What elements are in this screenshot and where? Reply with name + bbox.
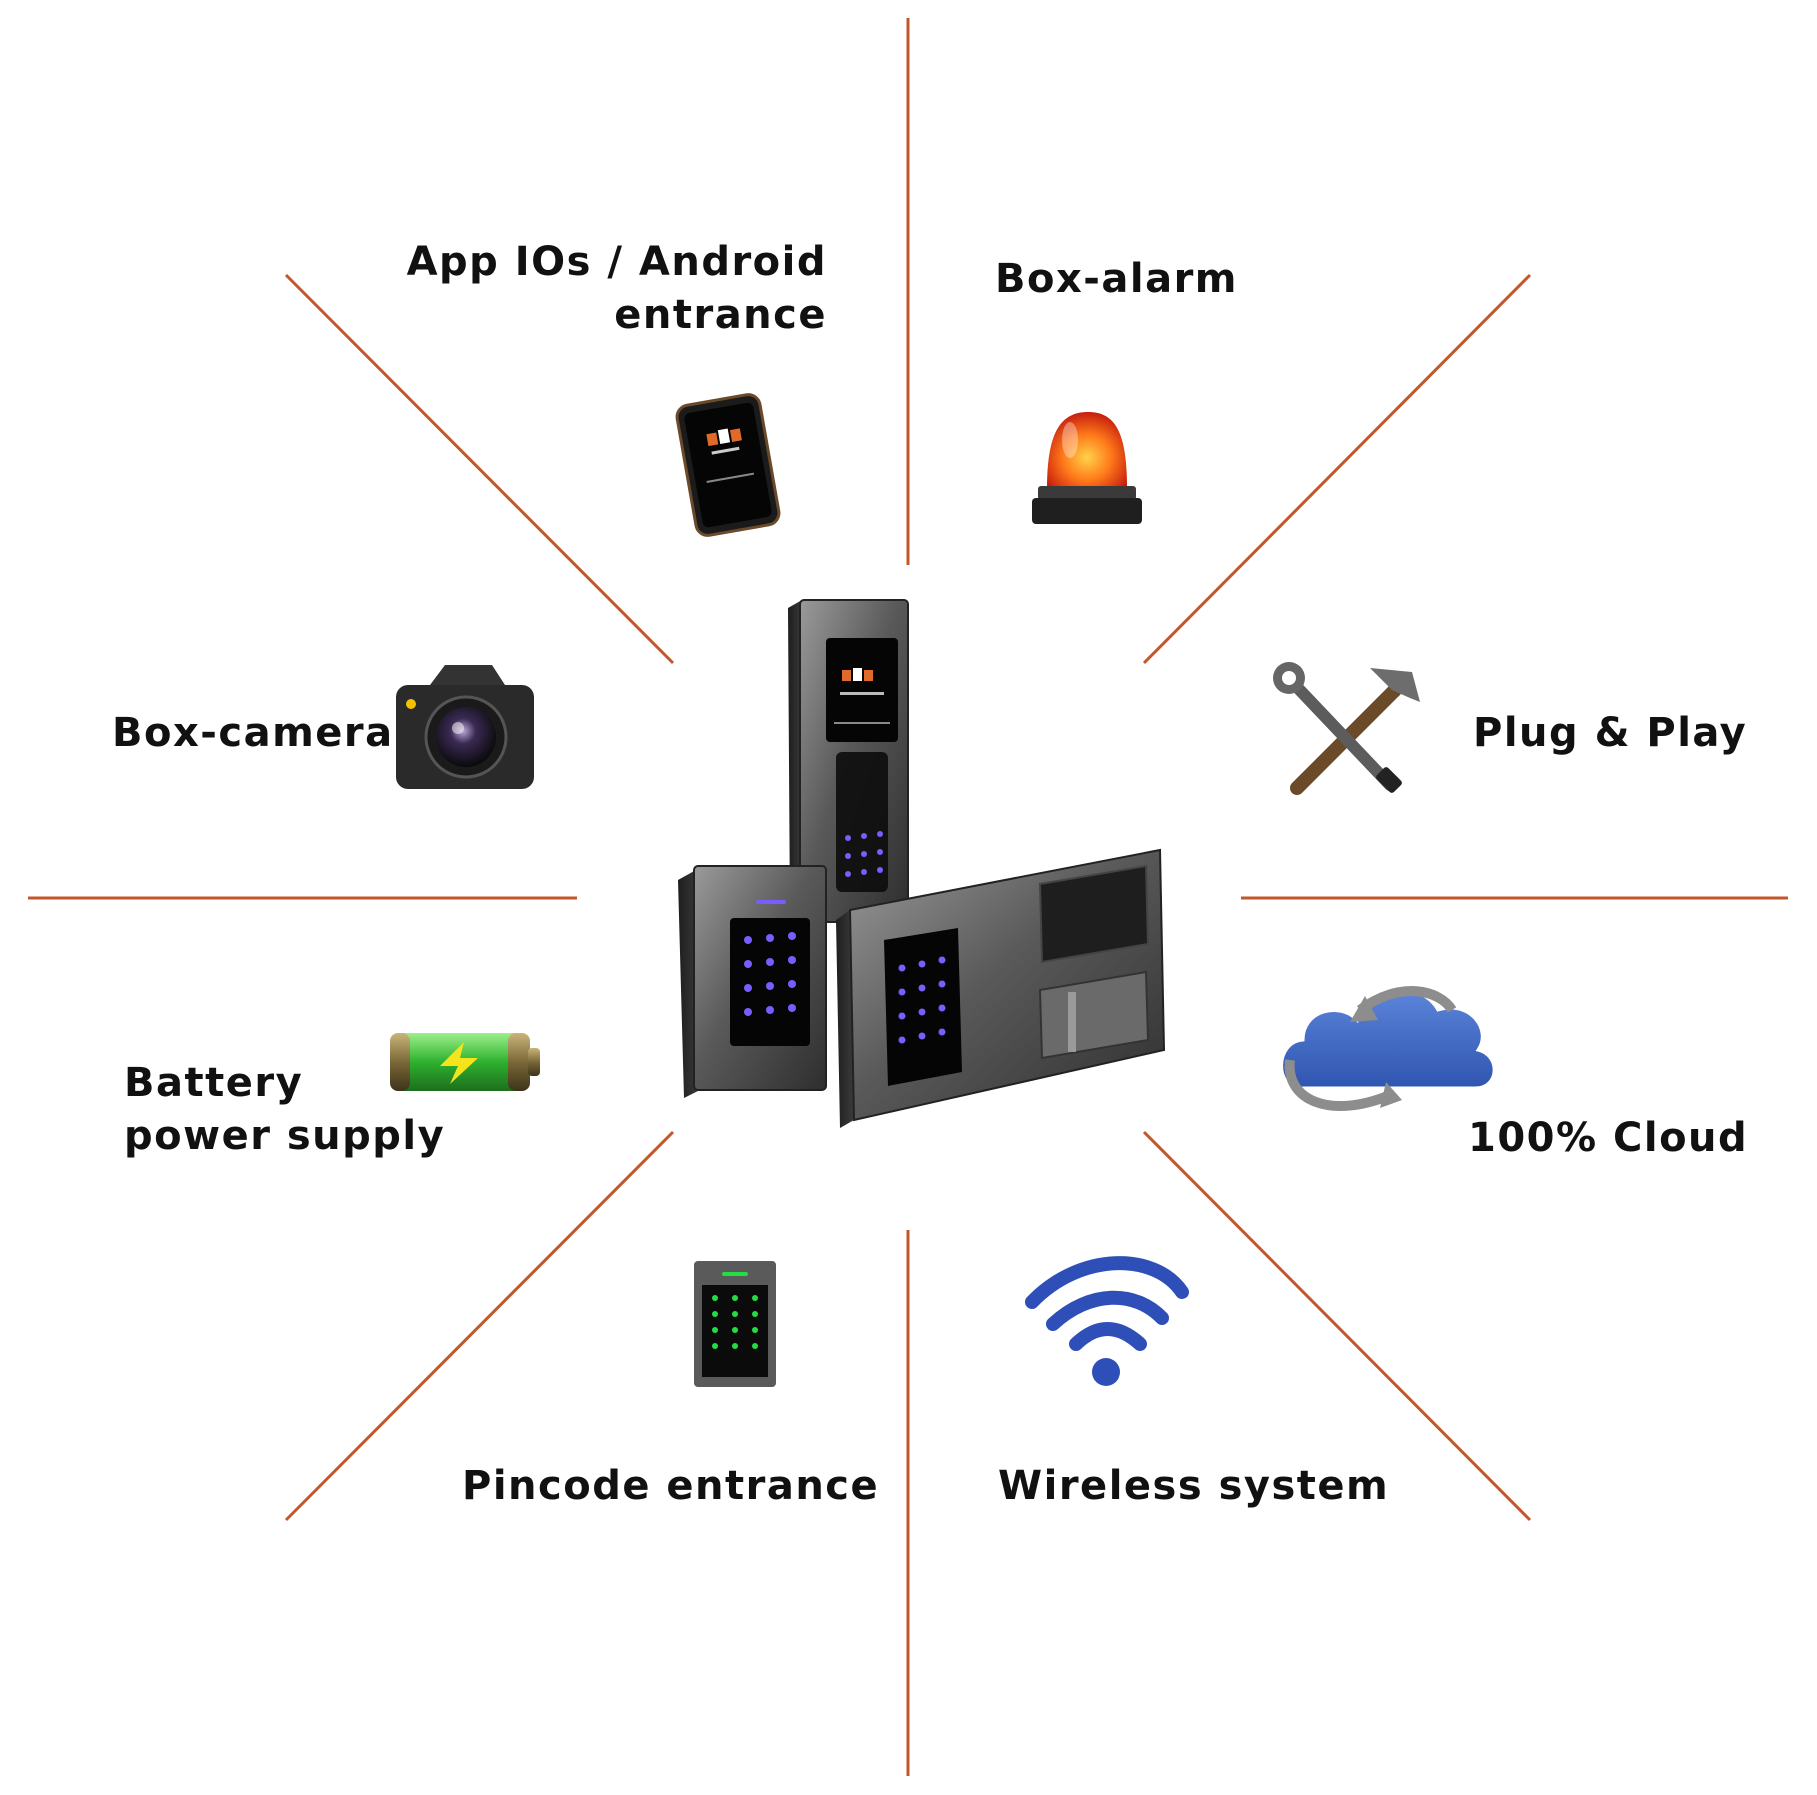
label-battery-line-1: Battery xyxy=(124,1060,304,1106)
label-app-entrance: App IOs / Android entrance xyxy=(407,236,827,342)
tools-icon xyxy=(1273,662,1420,795)
spoke-bottom-left xyxy=(284,1130,675,1522)
label-box-alarm: Box-alarm xyxy=(995,253,1238,306)
label-battery-line-2: power supply xyxy=(124,1113,446,1159)
tall-panel xyxy=(788,599,909,923)
label-pincode-line-1: Pincode entrance xyxy=(462,1463,880,1509)
label-wireless-line-1: Wireless system xyxy=(998,1463,1390,1509)
access-control-devices xyxy=(678,599,1166,1128)
label-alarm-line-1: Box-alarm xyxy=(995,256,1238,302)
wide-keypad-panel xyxy=(836,848,1166,1128)
cloud-sync-icon xyxy=(1280,986,1496,1112)
smartphone-icon xyxy=(675,393,781,537)
label-box-camera: Box-camera xyxy=(112,707,394,760)
camera-icon xyxy=(396,665,534,789)
spoke-top-right xyxy=(1142,273,1532,665)
label-app-line-2: entrance xyxy=(614,292,827,338)
keypad-icon xyxy=(694,1261,776,1387)
label-app-line-1: App IOs / Android xyxy=(406,239,827,285)
label-wireless-system: Wireless system xyxy=(998,1460,1389,1513)
spoke-bottom-right xyxy=(1142,1130,1532,1522)
spoke-top-left xyxy=(284,273,675,665)
battery-icon xyxy=(390,1033,540,1091)
label-plug-line-1: Plug & Play xyxy=(1473,710,1748,756)
wifi-icon xyxy=(1025,1256,1189,1386)
small-keypad-panel xyxy=(678,865,827,1098)
label-plug-play: Plug & Play xyxy=(1473,707,1747,760)
spokes xyxy=(28,18,1788,1776)
label-camera-line-1: Box-camera xyxy=(112,710,394,756)
label-battery-power: Battery power supply xyxy=(124,1057,445,1163)
alarm-beacon-icon xyxy=(1032,412,1142,524)
label-cloud: 100% Cloud xyxy=(1468,1112,1748,1165)
label-cloud-line-1: 100% Cloud xyxy=(1468,1115,1749,1161)
label-pincode-entrance: Pincode entrance xyxy=(462,1460,879,1513)
